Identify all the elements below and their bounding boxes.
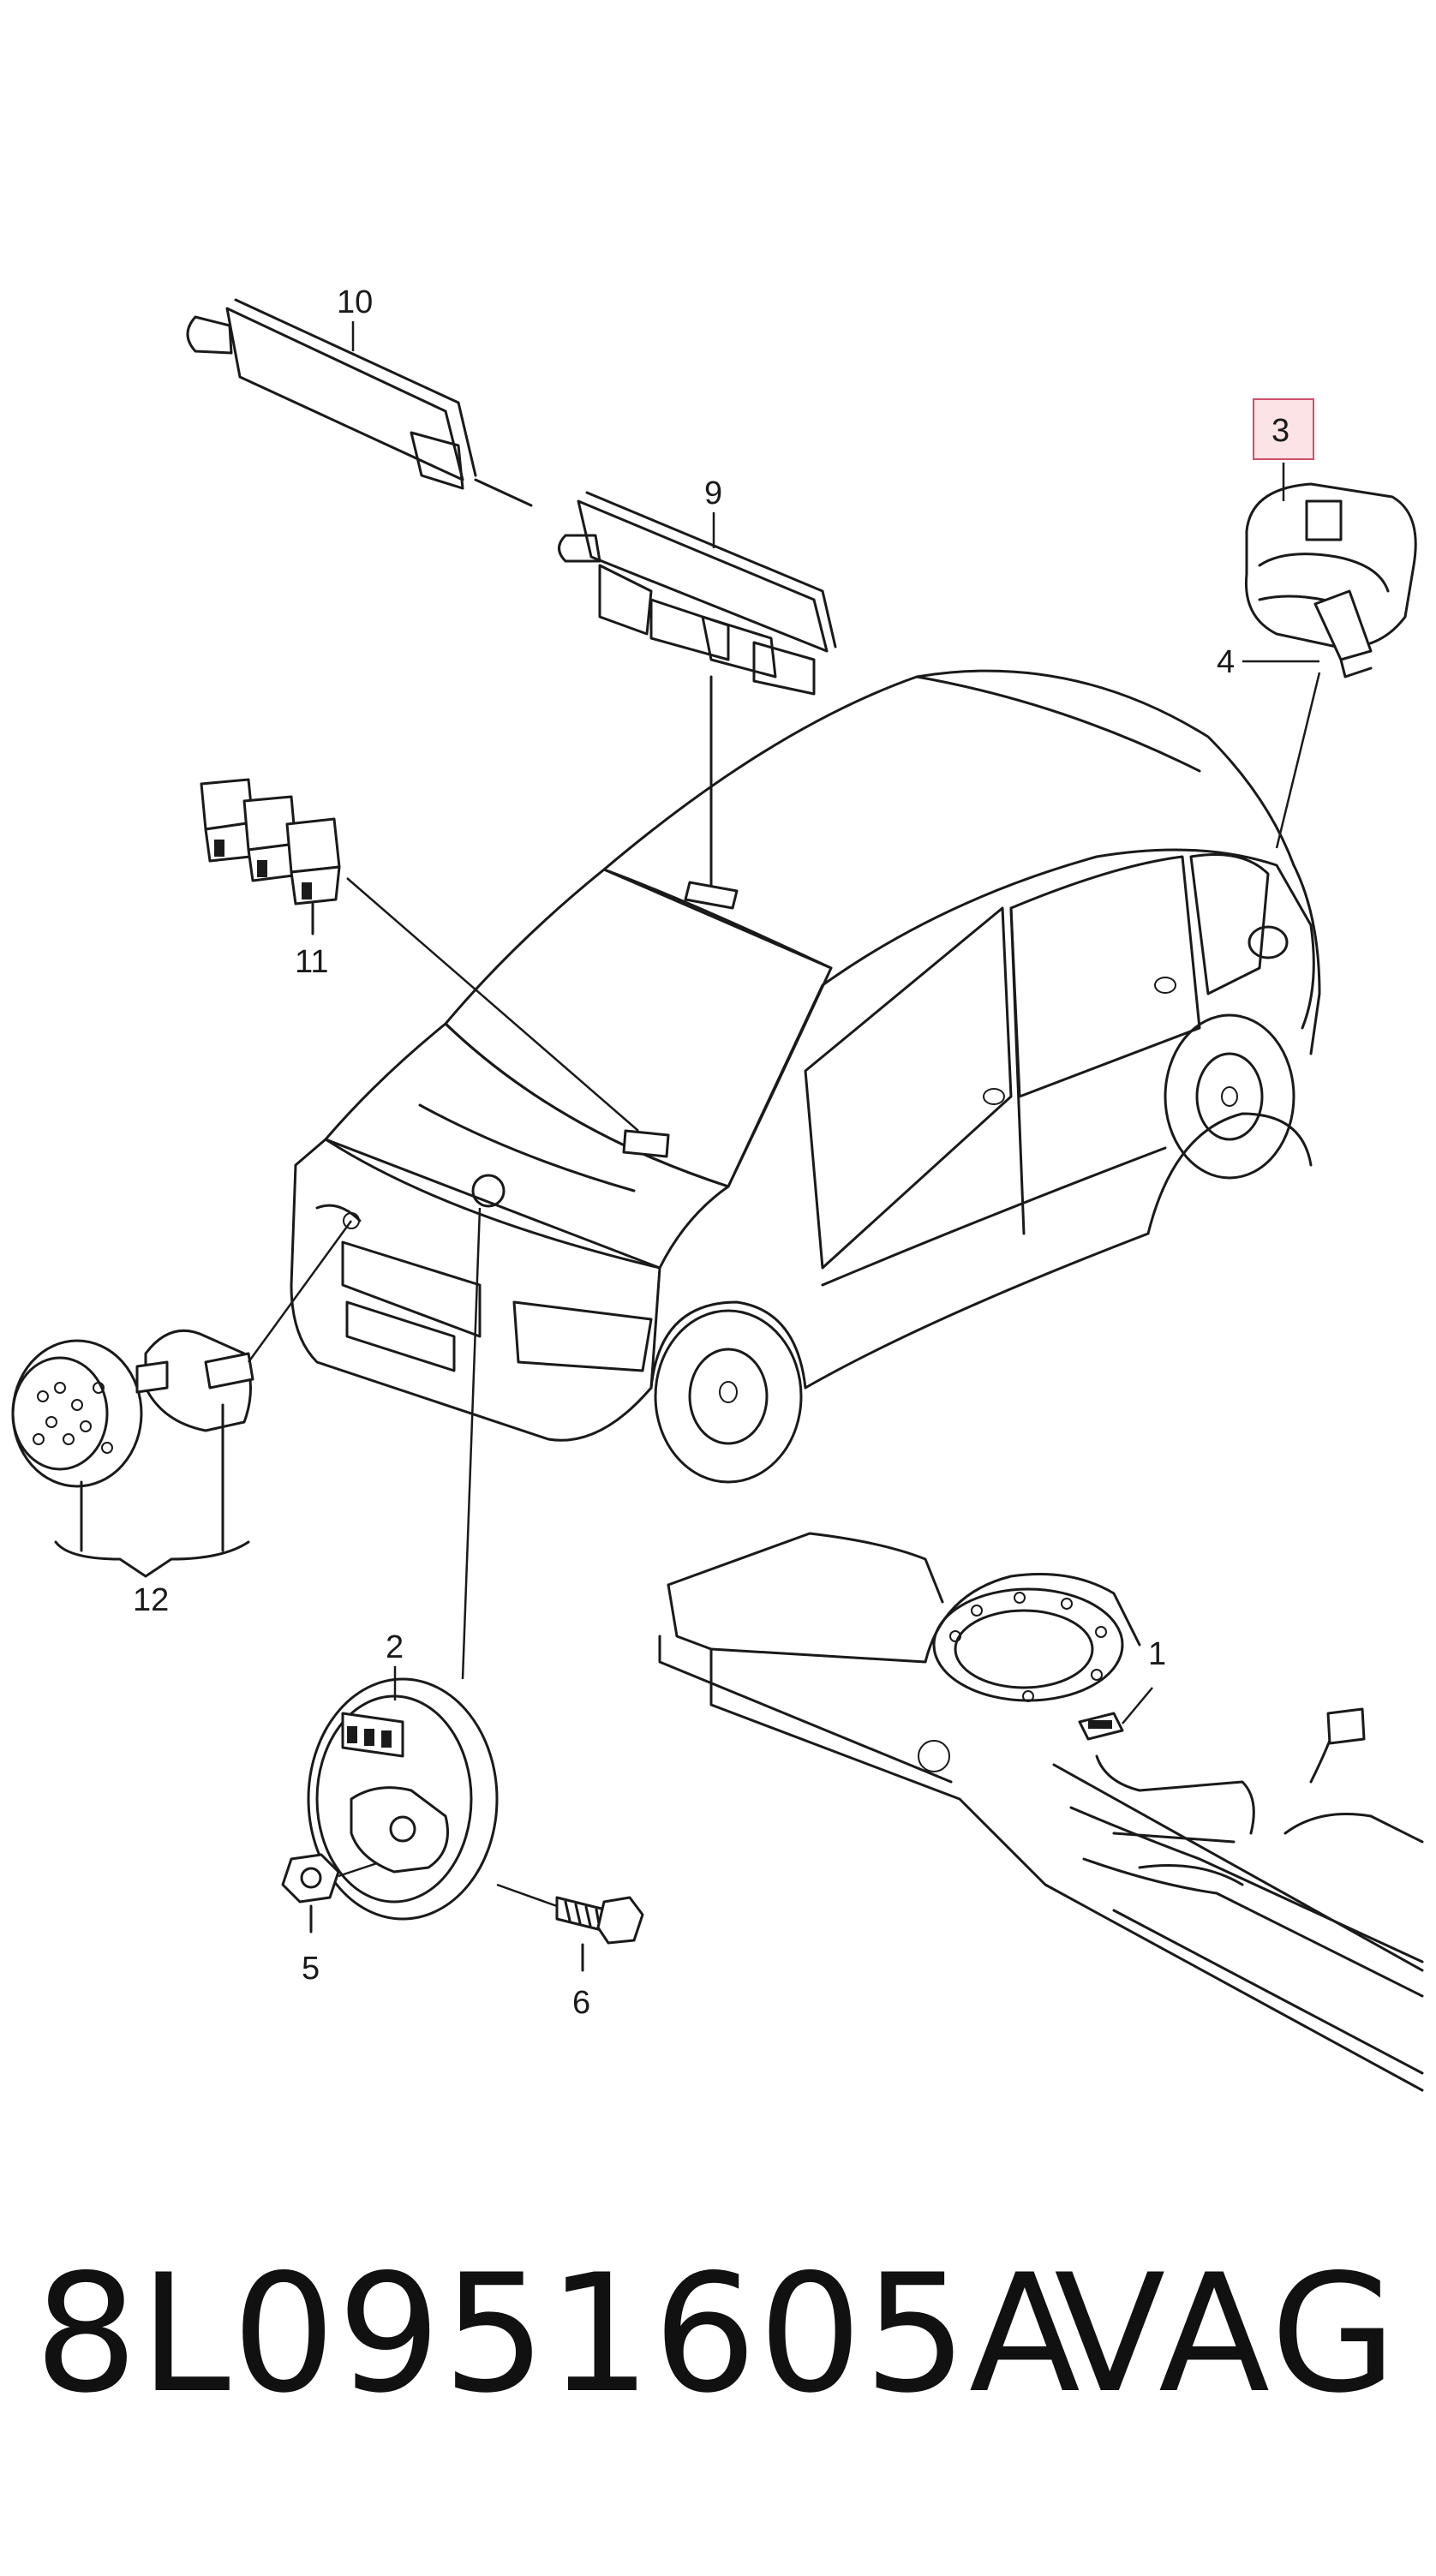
brand-name: VAG [1054,2239,1400,2429]
part-10-lamp-lens [186,298,533,507]
callout-9: 9 [704,475,722,511]
callout-10: 10 [337,284,373,320]
part-3-alarm-horn [1244,482,1417,678]
callout-4: 4 [1217,644,1235,680]
callout-3: 3 [1271,413,1289,449]
callout-3-highlight [1253,398,1314,460]
part-2-horn-assembly [281,1207,644,1972]
part-number: 8L0951605A [34,2239,1082,2429]
vehicle-body [290,669,1321,1484]
callout-12: 12 [133,1582,169,1618]
callout-1: 1 [1148,1636,1166,1672]
callout-11: 11 [295,944,328,980]
callout-labels: 10 9 3 4 11 12 2 1 5 6 [133,284,1319,2021]
callout-5: 5 [302,1951,320,1987]
part-12-horn [11,1220,353,1578]
part-9-lamp-housing [558,491,837,893]
callout-2: 2 [386,1629,404,1665]
callout-6: 6 [572,1985,590,2021]
part-1-floor-tunnel [658,1532,1424,2092]
part-11-switches [200,778,639,1132]
